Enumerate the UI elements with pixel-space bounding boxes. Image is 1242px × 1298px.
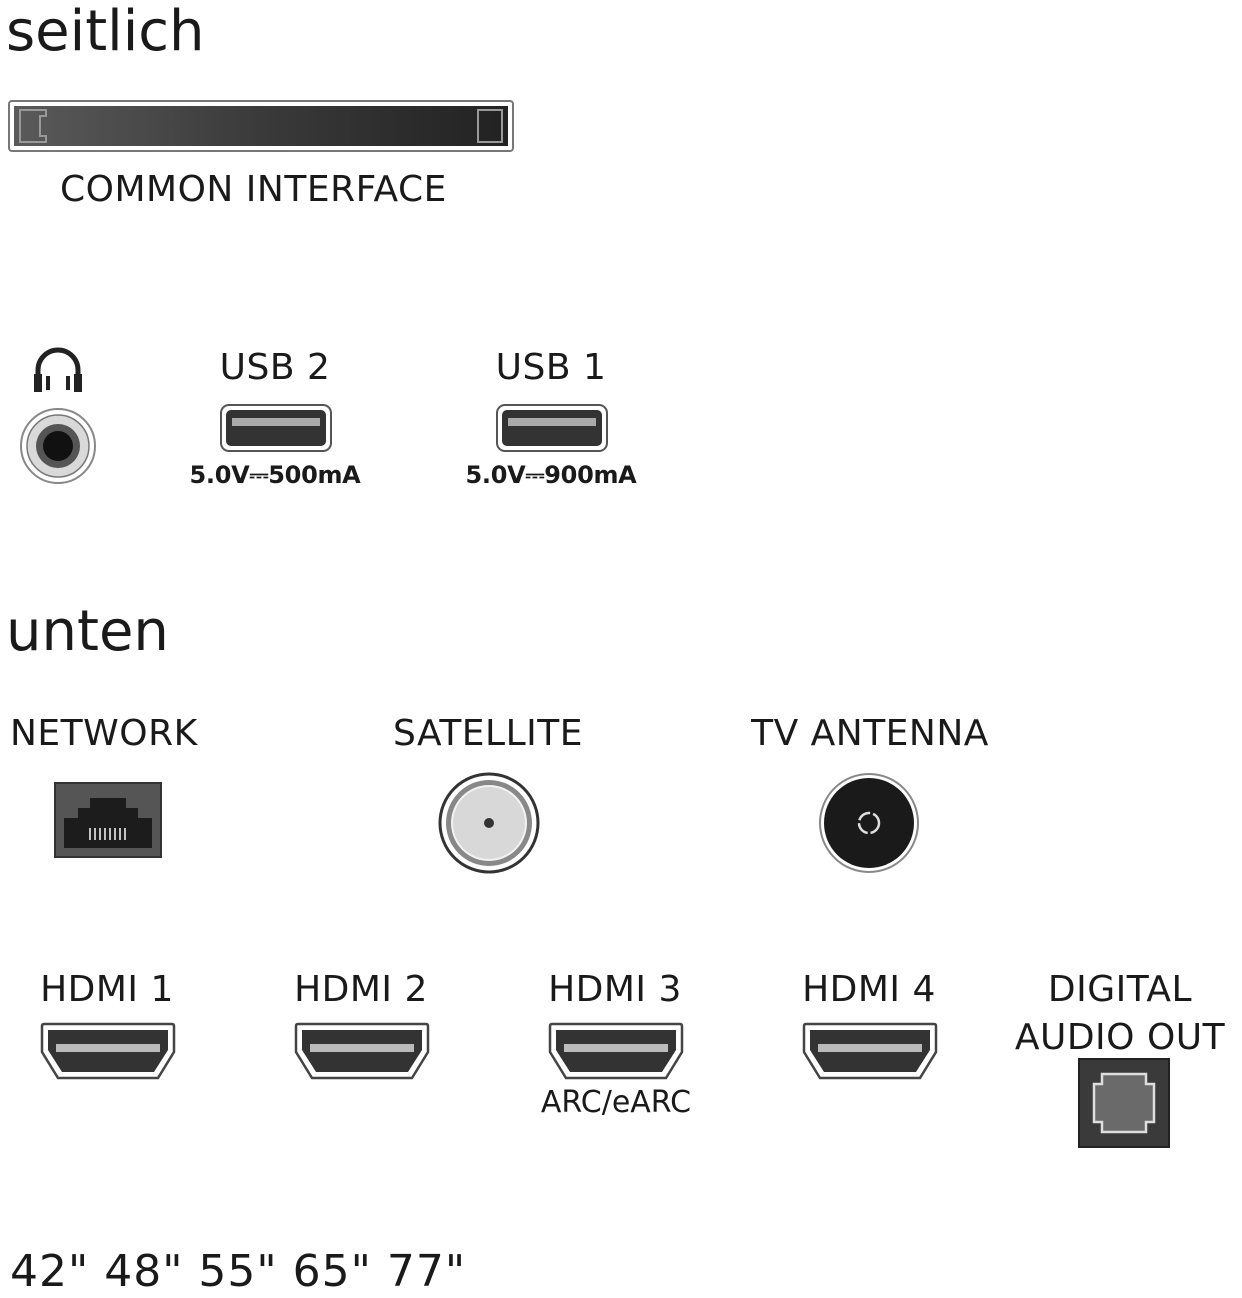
hdmi2-port-icon xyxy=(294,1022,430,1080)
hdmi4-label: HDMI 4 xyxy=(802,969,936,1010)
usb1-label: USB 1 xyxy=(495,347,607,388)
usb2-spec: 5.0V⎓500mA xyxy=(189,461,361,489)
network-port-icon xyxy=(54,782,162,858)
section-title-bottom: unten xyxy=(6,599,169,664)
usb1-spec: 5.0V⎓900mA xyxy=(465,461,637,489)
hdmi3-port-icon xyxy=(548,1022,684,1080)
usb2-label: USB 2 xyxy=(219,347,331,388)
network-label: NETWORK xyxy=(10,713,198,754)
hdmi1-label: HDMI 1 xyxy=(40,969,174,1010)
hdmi2-label: HDMI 2 xyxy=(294,969,428,1010)
hdmi3-label: HDMI 3 xyxy=(548,969,682,1010)
optical-port-icon xyxy=(1078,1058,1170,1148)
common-interface-label: COMMON INTERFACE xyxy=(60,169,447,210)
satellite-label: SATELLITE xyxy=(392,713,584,754)
headphone-icon xyxy=(34,347,82,392)
satellite-port-icon xyxy=(438,772,540,874)
usb2-port-icon xyxy=(220,404,332,452)
hdmi4-port-icon xyxy=(802,1022,938,1080)
tv-antenna-port-icon xyxy=(819,773,919,873)
common-interface-slot-icon xyxy=(8,100,514,152)
digital-audio-out-label-line1: DIGITAL xyxy=(1047,969,1193,1010)
hdmi1-port-icon xyxy=(40,1022,176,1080)
section-title-side: seitlich xyxy=(6,0,205,64)
tv-antenna-label: TV ANTENNA xyxy=(751,713,989,754)
usb1-port-icon xyxy=(496,404,608,452)
tv-sizes: 42" 48" 55" 65" 77" xyxy=(10,1246,467,1297)
headphone-jack-icon xyxy=(20,408,96,484)
hdmi3-arc-note: ARC/eARC xyxy=(540,1085,692,1120)
digital-audio-out-label-line2: AUDIO OUT xyxy=(1014,1017,1226,1058)
